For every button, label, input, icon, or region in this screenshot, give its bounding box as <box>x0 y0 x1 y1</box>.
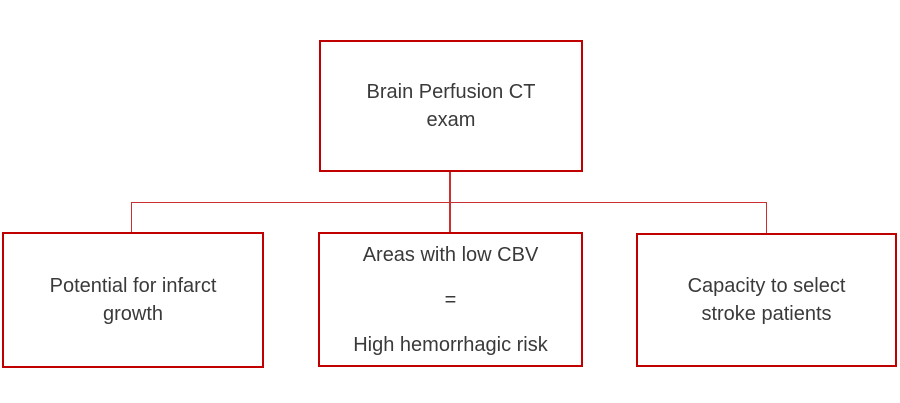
node-text-line: Capacity to select <box>687 275 846 297</box>
connector-left-vertical <box>131 202 133 232</box>
node-text-line: Brain Perfusion CT <box>366 81 536 103</box>
node-text-line: Areas with low CBV <box>362 243 539 266</box>
node-text-line: stroke patients <box>701 303 832 325</box>
node-potential-infarct-growth: Potential for infarct growth <box>2 232 264 368</box>
node-text-line: = <box>444 288 457 311</box>
node-brain-perfusion-ct-exam: Brain Perfusion CT exam <box>319 40 583 172</box>
node-text-line: growth <box>102 303 164 325</box>
node-text-line: Potential for infarct <box>49 275 217 297</box>
connector-horizontal <box>131 201 767 203</box>
connector-right-vertical <box>766 202 768 233</box>
node-capacity-select-stroke-patients: Capacity to select stroke patients <box>636 233 897 367</box>
node-text-line: High hemorrhagic risk <box>353 333 548 356</box>
node-low-cbv-hemorrhagic-risk: Areas with low CBV = High hemorrhagic ri… <box>318 232 583 367</box>
node-text-line: exam <box>426 109 476 131</box>
